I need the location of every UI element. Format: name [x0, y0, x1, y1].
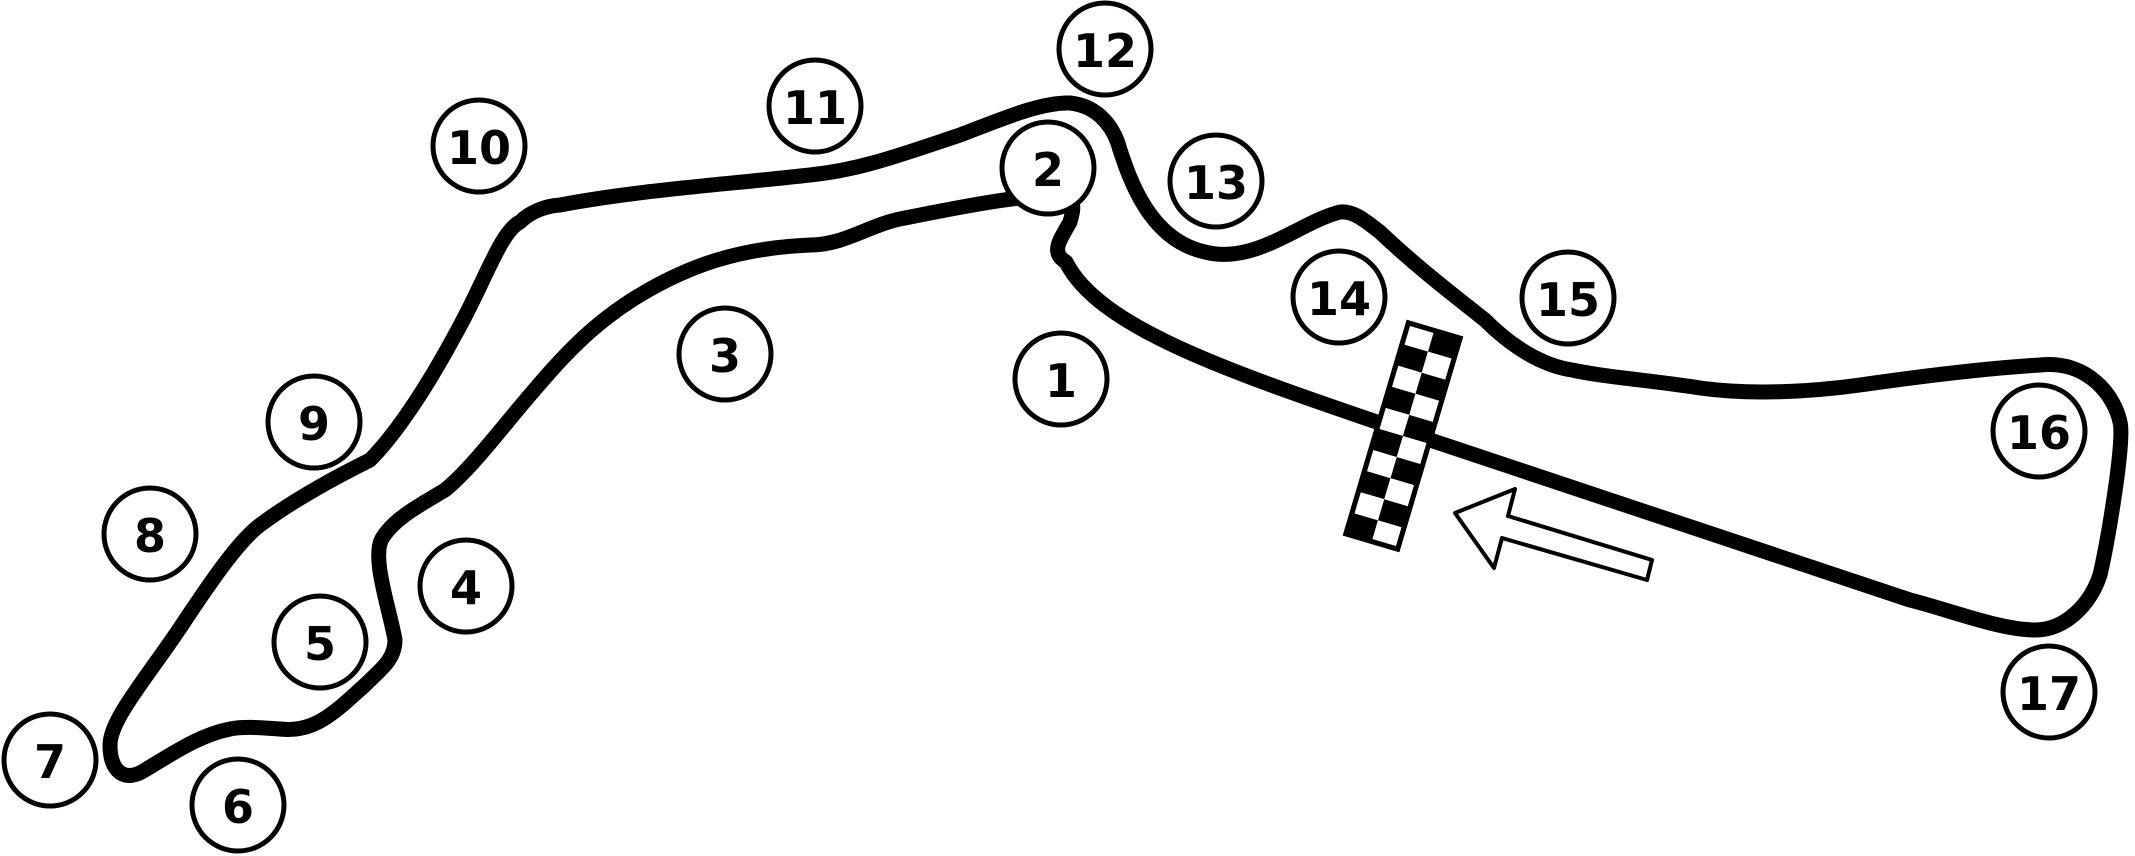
corner-label: 10 [447, 121, 511, 175]
corner-label: 2 [1032, 143, 1064, 197]
corner-label: 5 [304, 617, 336, 671]
corner-marker-4: 4 [417, 537, 515, 635]
corner-label: 14 [1307, 272, 1371, 326]
direction-arrow-icon [1453, 487, 1654, 582]
corner-marker-8: 8 [101, 485, 199, 583]
corner-label: 1 [1045, 354, 1077, 408]
corner-label: 15 [1536, 273, 1600, 327]
corner-marker-9: 9 [265, 373, 363, 471]
corner-marker-11: 11 [766, 57, 864, 155]
corner-marker-16: 16 [1990, 382, 2088, 480]
corner-label: 11 [783, 81, 847, 135]
corner-marker-17: 17 [2000, 643, 2098, 741]
corner-marker-14: 14 [1290, 248, 1388, 346]
corner-marker-7: 7 [1, 711, 99, 809]
corner-label: 7 [34, 735, 66, 789]
corner-marker-3: 3 [676, 305, 774, 403]
corner-markers: 1 2 3 4 5 6 7 8 [1, 0, 2098, 854]
checkered-flag-icon [1342, 319, 1464, 553]
corner-label: 9 [298, 397, 330, 451]
corner-label: 6 [222, 780, 254, 834]
corner-marker-12: 12 [1056, 0, 1154, 98]
corner-marker-10: 10 [430, 97, 528, 195]
corner-marker-1: 1 [1012, 330, 1110, 428]
corner-label: 8 [134, 509, 166, 563]
corner-marker-6: 6 [189, 756, 287, 854]
flag-squares [1345, 322, 1461, 550]
corner-marker-5: 5 [271, 593, 369, 691]
corner-label: 17 [2017, 667, 2081, 721]
corner-marker-2: 2 [999, 119, 1097, 217]
corner-marker-13: 13 [1167, 132, 1265, 230]
corner-marker-15: 15 [1519, 249, 1617, 347]
corner-label: 13 [1184, 156, 1248, 210]
corner-label: 4 [450, 561, 482, 615]
corner-label: 3 [709, 329, 741, 383]
corner-label: 12 [1073, 24, 1137, 78]
corner-label: 16 [2007, 406, 2071, 460]
track-outline [102, 95, 2129, 783]
